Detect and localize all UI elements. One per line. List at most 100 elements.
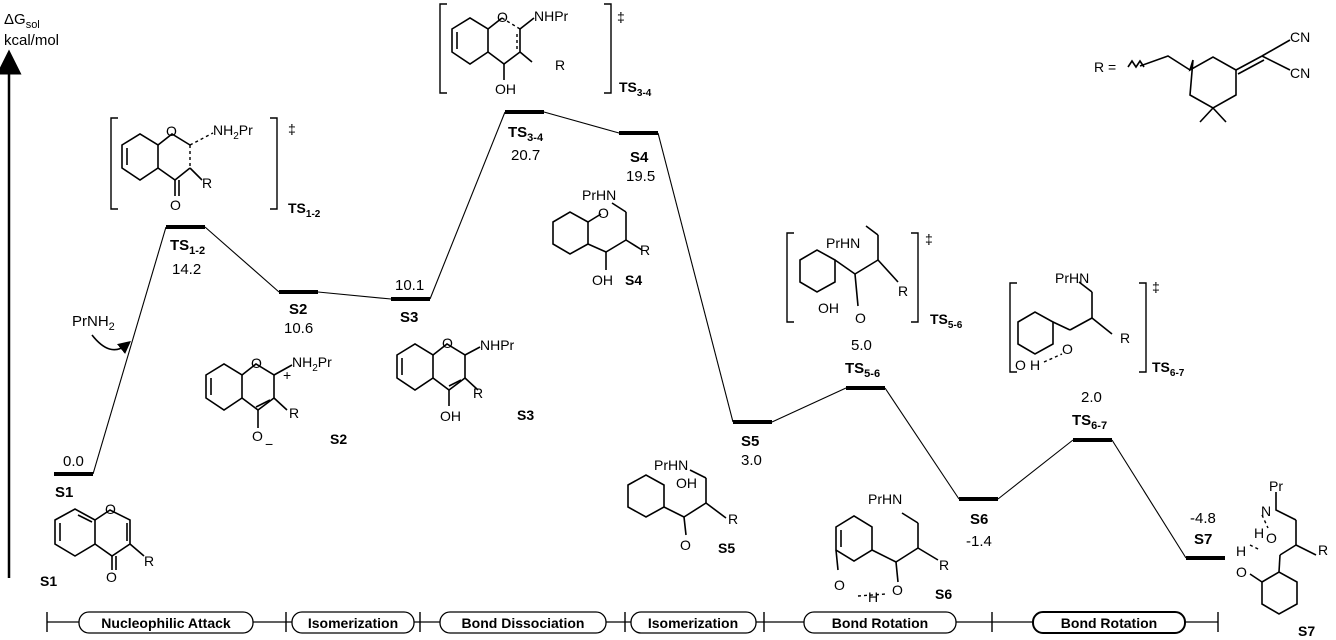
svg-text:TS5-6: TS5-6 bbox=[930, 311, 963, 331]
svg-text:S4: S4 bbox=[625, 272, 642, 288]
svg-text:S7: S7 bbox=[1298, 623, 1315, 639]
svg-text:R: R bbox=[1318, 542, 1328, 558]
svg-text:‡: ‡ bbox=[617, 9, 625, 25]
svg-text:O: O bbox=[855, 310, 866, 326]
svg-text:H: H bbox=[1030, 357, 1040, 373]
energy-s7: -4.8 bbox=[1190, 510, 1216, 527]
svg-text:PrHN: PrHN bbox=[1055, 270, 1089, 286]
svg-text:O: O bbox=[680, 537, 691, 553]
svg-text:O: O bbox=[442, 335, 453, 351]
svg-text:O: O bbox=[497, 9, 508, 25]
energy-ts12: 14.2 bbox=[172, 261, 201, 278]
y-axis-units: kcal/mol bbox=[4, 32, 59, 49]
svg-text:S6: S6 bbox=[935, 586, 952, 602]
energy-s4: 19.5 bbox=[626, 168, 655, 185]
energy-ts67: 2.0 bbox=[1081, 389, 1102, 406]
svg-text:PrHN: PrHN bbox=[826, 235, 860, 251]
state-s6: S6 bbox=[970, 511, 988, 528]
r-group-definition: R = CN CN bbox=[1094, 29, 1310, 123]
state-ts12: TS1-2 bbox=[170, 237, 205, 257]
svg-text:Isomerization: Isomerization bbox=[308, 615, 398, 631]
svg-text:O: O bbox=[106, 569, 117, 585]
svg-text:TS3-4: TS3-4 bbox=[619, 79, 652, 99]
structure-s3: O NHPr R OH S3 bbox=[396, 335, 534, 424]
phase-bond-dissociation: Bond Dissociation bbox=[439, 611, 607, 634]
svg-text:NH2Pr: NH2Pr bbox=[213, 122, 253, 142]
svg-text:NHPr: NHPr bbox=[534, 8, 569, 24]
svg-text:N: N bbox=[1261, 503, 1271, 519]
svg-text:TS6-7: TS6-7 bbox=[1152, 359, 1185, 379]
svg-text:OH: OH bbox=[592, 272, 613, 288]
svg-text:O: O bbox=[1015, 357, 1026, 373]
phase-timeline: Nucleophilic Attack Isomerization Bond D… bbox=[46, 611, 1219, 634]
state-s4: S4 bbox=[630, 149, 649, 166]
svg-text:CN: CN bbox=[1290, 29, 1310, 45]
phase-isomerization-1: Isomerization bbox=[291, 611, 415, 634]
svg-text:NHPr: NHPr bbox=[480, 337, 515, 353]
svg-text:S1: S1 bbox=[40, 573, 57, 589]
svg-text:‡: ‡ bbox=[288, 121, 296, 137]
svg-text:Bond Rotation: Bond Rotation bbox=[1061, 615, 1157, 631]
svg-text:OH: OH bbox=[495, 81, 516, 97]
svg-text:R: R bbox=[728, 511, 738, 527]
state-ts56: TS5-6 bbox=[845, 360, 880, 380]
structure-s1: O O R S1 bbox=[40, 501, 154, 589]
svg-text:PrNH2: PrNH2 bbox=[72, 313, 115, 333]
svg-text:O: O bbox=[892, 582, 903, 598]
svg-text:PrHN: PrHN bbox=[868, 491, 902, 507]
svg-text:NH2Pr: NH2Pr bbox=[292, 354, 332, 374]
phase-bond-rotation-1: Bond Rotation bbox=[803, 611, 957, 634]
svg-text:‡: ‡ bbox=[1152, 279, 1160, 295]
svg-text:−: − bbox=[265, 436, 273, 452]
level-labels: 0.0 S1 TS1-2 14.2 S2 10.6 10.1 S3 TS3-4 … bbox=[55, 124, 1216, 550]
svg-text:R: R bbox=[898, 283, 908, 299]
energy-s6: -1.4 bbox=[966, 533, 992, 550]
energy-s2: 10.6 bbox=[284, 320, 313, 337]
svg-text:R: R bbox=[640, 242, 650, 258]
svg-text:R =: R = bbox=[1094, 59, 1116, 75]
svg-text:Pr: Pr bbox=[1269, 478, 1283, 494]
svg-text:OH: OH bbox=[676, 475, 697, 491]
svg-text:O: O bbox=[1266, 530, 1277, 546]
energy-levels bbox=[54, 110, 1225, 560]
structure-s4: O PrHN R OH S4 bbox=[552, 187, 650, 288]
structure-ts67: PrHN O H O R ‡ TS6-7 bbox=[1009, 270, 1185, 379]
svg-text:Isomerization: Isomerization bbox=[648, 615, 738, 631]
svg-text:R: R bbox=[289, 405, 299, 421]
energy-s3: 10.1 bbox=[395, 277, 424, 294]
structure-ts56: PrHN OH O R ‡ TS5-6 bbox=[786, 225, 963, 331]
svg-text:H: H bbox=[868, 589, 878, 605]
energy-ts56: 5.0 bbox=[851, 337, 872, 354]
structure-s7: Pr N H O H O R S7 bbox=[1236, 478, 1328, 639]
state-s2: S2 bbox=[289, 301, 307, 318]
svg-text:Bond Rotation: Bond Rotation bbox=[832, 615, 928, 631]
svg-text:PrHN: PrHN bbox=[582, 187, 616, 203]
svg-text:Nucleophilic Attack: Nucleophilic Attack bbox=[101, 615, 231, 631]
state-s5: S5 bbox=[741, 433, 759, 450]
svg-text:OH: OH bbox=[440, 408, 461, 424]
structure-s5: PrHN OH R O S5 bbox=[627, 457, 738, 556]
svg-text:+: + bbox=[283, 367, 291, 383]
state-s7: S7 bbox=[1194, 531, 1212, 548]
svg-text:TS1-2: TS1-2 bbox=[288, 200, 321, 220]
svg-text:R: R bbox=[202, 175, 212, 191]
svg-text:H: H bbox=[1254, 525, 1264, 541]
state-s1: S1 bbox=[55, 484, 73, 501]
svg-text:R: R bbox=[473, 385, 483, 401]
state-ts34: TS3-4 bbox=[508, 124, 544, 144]
y-axis: ΔGsol kcal/mol bbox=[0, 11, 59, 578]
structure-ts12: O NH2Pr O R ‡ TS1-2 bbox=[110, 117, 321, 220]
svg-text:R: R bbox=[555, 57, 565, 73]
svg-text:O: O bbox=[251, 355, 262, 371]
phase-bond-rotation-2: Bond Rotation bbox=[1032, 611, 1186, 634]
phase-nucleophilic-attack: Nucleophilic Attack bbox=[78, 611, 254, 634]
svg-text:O: O bbox=[252, 428, 263, 444]
curved-arrow bbox=[91, 334, 131, 355]
state-s3: S3 bbox=[400, 309, 418, 326]
energy-ts34: 20.7 bbox=[511, 147, 540, 164]
svg-text:CN: CN bbox=[1290, 65, 1310, 81]
svg-text:O: O bbox=[598, 205, 609, 221]
svg-text:H: H bbox=[1236, 543, 1246, 559]
reagent-prnh2: PrNH2 bbox=[72, 313, 131, 355]
